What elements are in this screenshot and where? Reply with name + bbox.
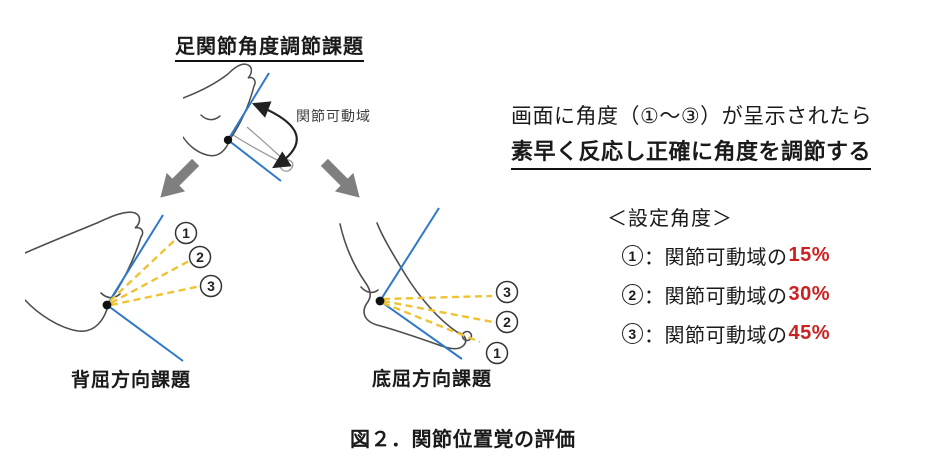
shank-foot-lines bbox=[379, 207, 463, 360]
dorsiflexion-diagram: 1 2 3 bbox=[25, 211, 223, 362]
circled-number-3: 3 bbox=[622, 323, 643, 344]
circled-number-1: 1 bbox=[622, 245, 643, 266]
shank-foot-lines bbox=[106, 214, 184, 362]
target-angle-lines bbox=[382, 294, 494, 344]
dorsiflexion-task-label: 背屈方向課題 bbox=[71, 370, 192, 391]
circled-number-2: 2 bbox=[622, 284, 643, 305]
marker-1: 1 bbox=[493, 345, 501, 361]
dorsiflexed-foot-outline bbox=[183, 63, 256, 157]
ankle-joint-dot bbox=[223, 135, 233, 145]
setting-label: ：関節可動域の bbox=[644, 286, 788, 308]
arrow-down-right-icon bbox=[315, 153, 369, 207]
angle-markers: 1 2 3 bbox=[174, 221, 223, 298]
plantarflexion-task-label: 底屈方向課題 bbox=[372, 369, 493, 390]
rom-arc-arrow bbox=[251, 101, 298, 169]
setting-value: 30% bbox=[788, 283, 831, 305]
instruction-line1: 画面に角度（①～③）が呈示されたら bbox=[511, 105, 873, 128]
arrow-down-left-icon bbox=[151, 153, 205, 207]
settings-heading: ＜設定角度＞ bbox=[607, 208, 733, 230]
angle-markers: 3 2 1 bbox=[485, 280, 519, 365]
marker-3: 3 bbox=[207, 278, 215, 294]
setting-value: 15% bbox=[788, 244, 831, 266]
ankle-joint-dot bbox=[102, 300, 112, 310]
figure-caption: 図２．関節位置覚の評価 bbox=[350, 429, 576, 451]
foot-outline bbox=[339, 222, 473, 350]
foot-outline bbox=[25, 211, 144, 332]
plantarflexion-diagram: 3 2 1 bbox=[339, 207, 519, 365]
marker-1: 1 bbox=[182, 225, 190, 241]
target-angle-lines bbox=[109, 238, 202, 307]
figure-title: 足関節角度調節課題 bbox=[175, 30, 364, 62]
rom-limit-lines bbox=[227, 72, 282, 182]
ankle-rom-diagram bbox=[183, 63, 298, 182]
marker-2: 2 bbox=[196, 249, 204, 265]
plantarflexed-foot-outline bbox=[232, 126, 294, 172]
setting-label: ：関節可動域の bbox=[644, 325, 788, 347]
ankle-joint-dot bbox=[375, 296, 385, 306]
rom-label: 関節可動域 bbox=[296, 108, 371, 124]
setting-value: 45% bbox=[788, 322, 831, 344]
marker-3: 3 bbox=[503, 284, 511, 300]
instruction-block: 画面に角度（①～③）が呈示されたら 素早く反応し正確に角度を調節する bbox=[511, 100, 872, 170]
instruction-line2: 素早く反応し正確に角度を調節する bbox=[511, 134, 872, 170]
setting-label: ：関節可動域の bbox=[644, 247, 788, 269]
marker-2: 2 bbox=[503, 314, 511, 330]
